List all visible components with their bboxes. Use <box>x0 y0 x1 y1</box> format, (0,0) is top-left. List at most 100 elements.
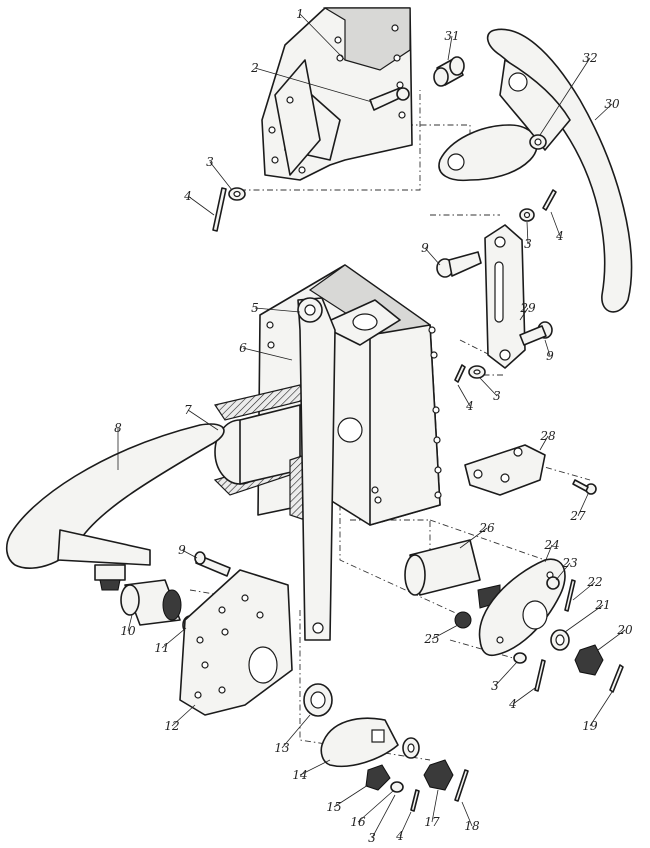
leader-line-22 <box>572 581 596 601</box>
callout-label-22: 22 <box>586 575 602 589</box>
callout-label-31: 31 <box>444 29 459 43</box>
leader-line-15 <box>333 784 369 808</box>
leader-line-30 <box>594 103 613 121</box>
callout-label-8: 8 <box>114 421 122 435</box>
leader-line-19 <box>589 691 613 727</box>
leader-line-3d <box>494 661 518 687</box>
washer-nut-21-20-19 <box>550 629 624 693</box>
callout-label-9a: 9 <box>421 241 429 255</box>
leader-line-14 <box>299 759 331 776</box>
leader-line-7 <box>187 409 219 431</box>
leader-line-1 <box>299 13 346 61</box>
callout-label-1: 1 <box>296 7 304 21</box>
callout-label-30: 30 <box>604 97 620 111</box>
leader-line-13 <box>281 714 311 749</box>
washer-13 <box>303 683 333 717</box>
washer-cotter-right <box>519 189 557 222</box>
callout-label-18: 18 <box>464 819 480 833</box>
callout-label-11: 11 <box>154 641 169 655</box>
vertical-lever-5 <box>297 297 336 641</box>
callout-label-2: 2 <box>250 61 259 75</box>
callout-label-4c: 4 <box>465 399 474 413</box>
leader-line-3c <box>479 377 498 397</box>
callout-label-3e: 3 <box>368 831 376 845</box>
callout-label-3a: 3 <box>206 155 214 169</box>
leader-line-3e <box>371 794 396 839</box>
leader-line-4a <box>187 195 215 216</box>
leader-line-3b <box>526 221 529 245</box>
leader-line-12 <box>171 704 196 727</box>
callout-label-32: 32 <box>582 51 597 65</box>
lower-bracket-12 <box>179 569 293 716</box>
leader-line-17 <box>431 789 439 823</box>
callout-label-25: 25 <box>423 632 439 646</box>
callout-label-21: 21 <box>594 598 610 612</box>
leader-line-21 <box>564 604 604 633</box>
leader-line-5 <box>254 307 301 313</box>
pin-9-top <box>436 251 482 278</box>
pedal-lever-30 <box>438 28 633 313</box>
leader-line-26 <box>459 527 488 549</box>
pin-9-right <box>519 321 553 346</box>
callout-label-6: 6 <box>239 341 247 355</box>
screw-27 <box>572 479 597 495</box>
hand-lever-8 <box>5 423 225 591</box>
pin-9-lower <box>194 551 231 577</box>
leader-line-6 <box>242 347 293 361</box>
callout-label-27: 27 <box>569 509 586 523</box>
bracket-28 <box>464 444 546 496</box>
pin-2 <box>369 87 410 111</box>
callout-label-26: 26 <box>478 521 495 535</box>
leader-line-4b <box>550 211 561 237</box>
callout-label-7: 7 <box>184 403 192 417</box>
leader-line-9a <box>424 247 441 266</box>
callout-label-10: 10 <box>120 624 136 638</box>
top-mounting-bracket <box>261 7 413 181</box>
shaft-section <box>213 384 306 521</box>
callout-label-29: 29 <box>519 301 536 315</box>
leader-line-4d <box>512 687 536 705</box>
callout-label-4e: 4 <box>395 829 404 843</box>
link-29 <box>484 224 526 369</box>
leader-line-10 <box>127 614 133 632</box>
callout-label-23: 23 <box>561 556 578 570</box>
shaft-26 <box>404 539 501 609</box>
callout-label-17: 17 <box>424 815 440 829</box>
arm-14 <box>320 717 399 768</box>
leader-line-25 <box>431 624 459 640</box>
leader-line-27 <box>577 493 589 517</box>
callout-label-3c: 3 <box>493 389 501 403</box>
leader-line-18 <box>461 801 473 827</box>
washer-cotter-mid <box>454 364 486 383</box>
callout-label-28: 28 <box>539 429 556 443</box>
leader-line-3a <box>209 161 233 191</box>
leader-line-24 <box>544 544 553 563</box>
callout-label-9b: 9 <box>546 349 554 363</box>
bushing-31 <box>433 56 465 87</box>
leader-line-16 <box>357 790 394 823</box>
callout-label-13: 13 <box>274 741 290 755</box>
leader-line-9b <box>544 339 551 357</box>
bottom-fasteners <box>365 737 469 812</box>
leader-line-23 <box>555 562 571 581</box>
callout-label-5: 5 <box>251 301 259 315</box>
callout-label-14: 14 <box>292 768 307 782</box>
callout-label-9c: 9 <box>178 543 186 557</box>
callout-label-20: 20 <box>616 623 633 637</box>
callout-label-4a: 4 <box>183 189 192 203</box>
flange-plate-24 <box>478 558 566 657</box>
nut-25 <box>454 611 472 629</box>
callout-label-15: 15 <box>326 800 341 814</box>
sleeve-10 <box>120 579 182 626</box>
washer-cotter-top <box>212 187 246 232</box>
leader-line-2 <box>254 67 373 103</box>
callout-label-19: 19 <box>582 719 598 733</box>
leader-line-31 <box>447 35 453 61</box>
bushing-32 <box>529 134 547 150</box>
leader-line-20 <box>597 629 626 651</box>
leader-line-11 <box>161 627 187 649</box>
leader-line-28 <box>539 435 549 451</box>
callout-label-3d: 3 <box>491 679 499 693</box>
